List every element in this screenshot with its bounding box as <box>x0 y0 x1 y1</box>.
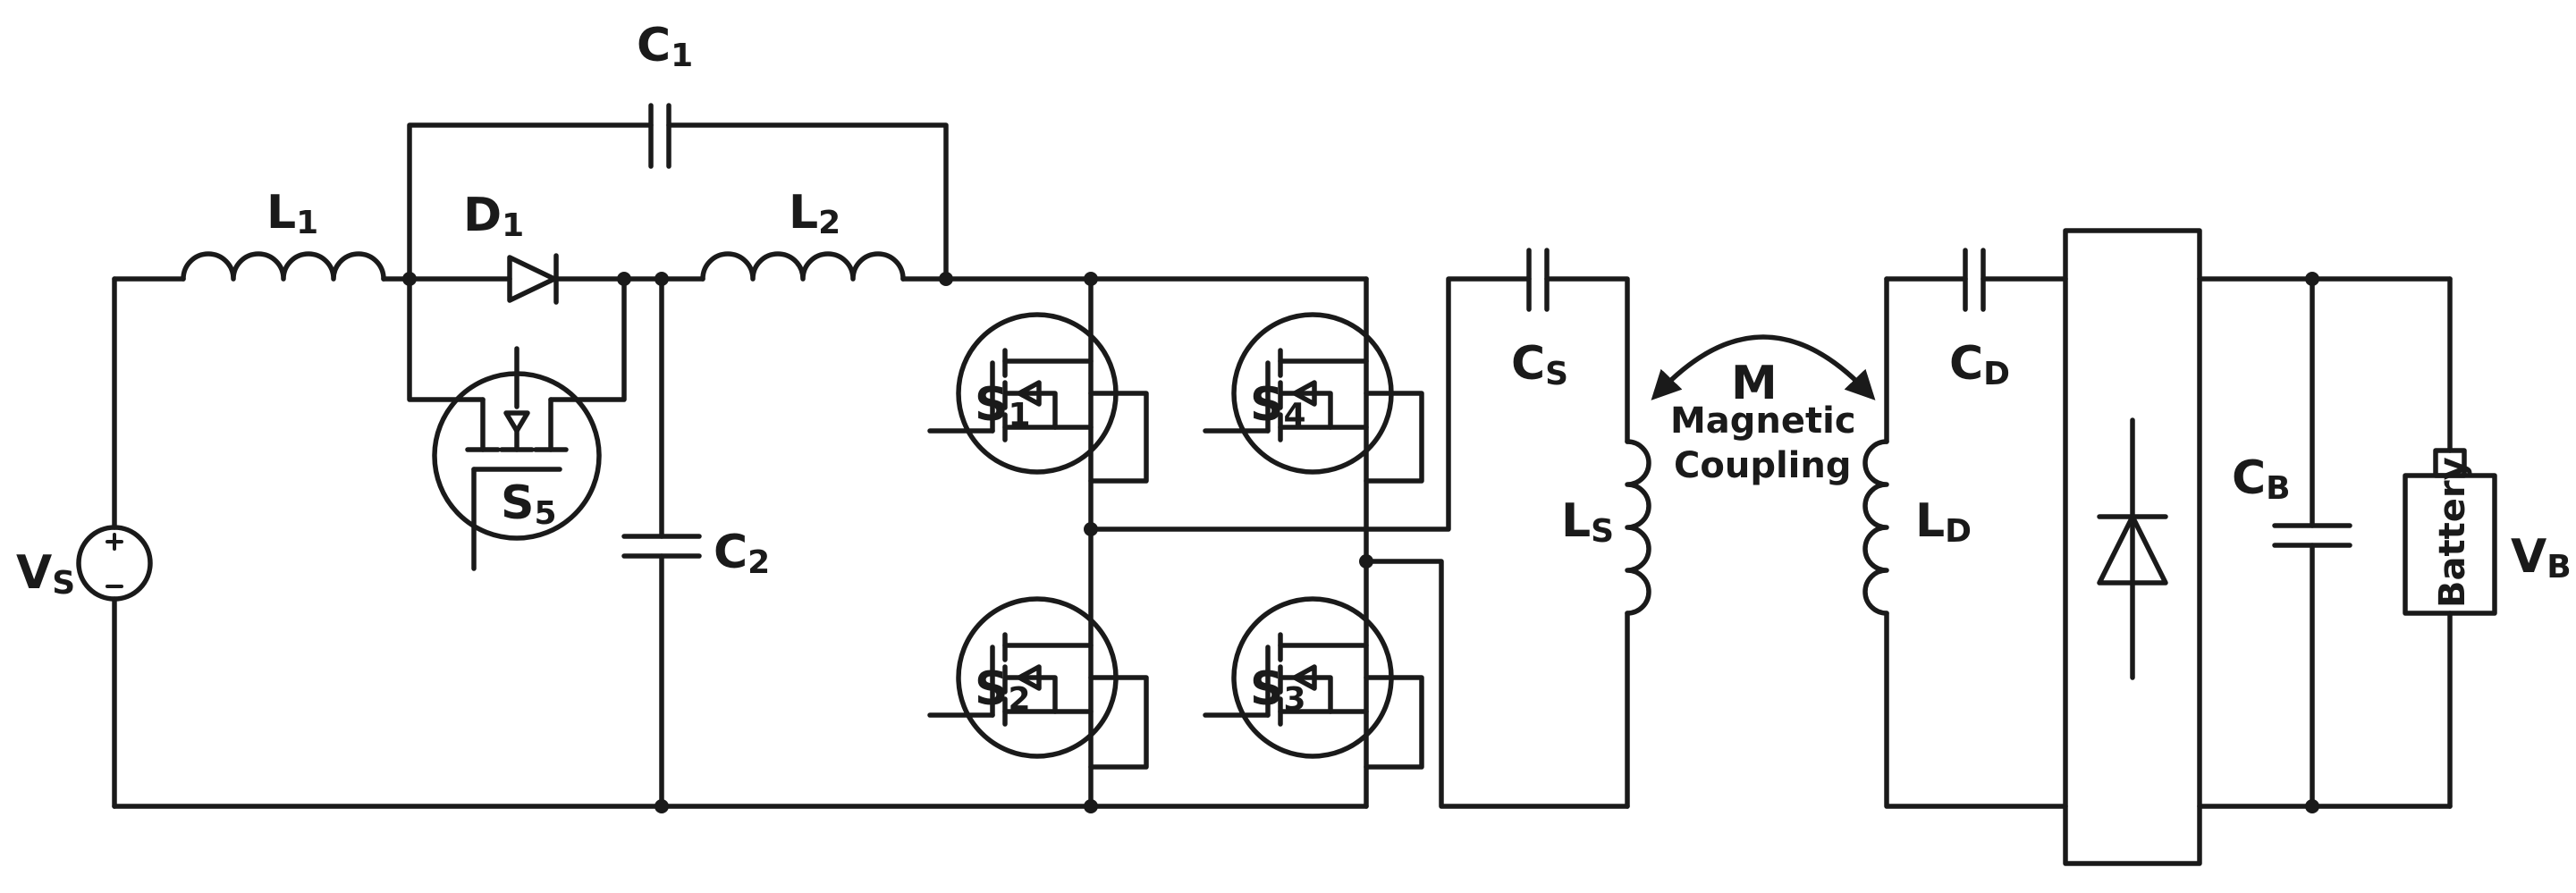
battery-label: Battery <box>2432 457 2473 608</box>
c2-label: C2 <box>714 526 770 581</box>
mosfet-s1 <box>927 312 1149 484</box>
mosfet-s3 <box>1203 596 1424 770</box>
coupling-arrow <box>1651 334 1876 400</box>
l1-label: L1 <box>266 186 318 241</box>
rectifier-block <box>2063 228 2202 866</box>
inductor-l2 <box>659 251 949 282</box>
source-vs <box>76 276 153 809</box>
d1-label: D1 <box>463 189 524 244</box>
capacitor-cd <box>1884 248 2068 312</box>
diode-d1 <box>407 253 664 305</box>
cs-label: CS <box>1511 337 1568 392</box>
mutual-inductance-label: M <box>1731 357 1778 410</box>
capacitor-c2 <box>621 276 702 809</box>
mosfet-s2 <box>927 596 1149 770</box>
vb-label: VB <box>2511 530 2572 586</box>
s5-label: S5 <box>501 476 557 532</box>
capacitor-cs <box>1526 248 1630 444</box>
s1-label: S1 <box>975 378 1031 434</box>
ld-label: LD <box>1915 494 1972 550</box>
mosfet-s4 <box>1203 312 1424 484</box>
battery <box>2403 276 2497 809</box>
inductor-ld <box>1862 276 2068 809</box>
inductor-ls <box>1625 439 1651 809</box>
mosfet-s5 <box>407 276 627 571</box>
capacitor-cb <box>2272 276 2352 809</box>
l2-label: L2 <box>789 186 840 241</box>
inductor-l1 <box>181 251 412 282</box>
ls-label: LS <box>1561 494 1614 550</box>
cb-label: CB <box>2232 451 2291 507</box>
junction-node <box>655 799 669 813</box>
s2-label: S2 <box>975 662 1031 718</box>
coupling-label-line2: Coupling <box>1674 445 1851 486</box>
s4-label: S4 <box>1250 378 1306 434</box>
vs-label: VS <box>16 546 75 602</box>
wire <box>1088 276 1532 532</box>
wire <box>1364 559 1630 809</box>
capacitor-c1 <box>407 103 949 282</box>
cd-label: CD <box>1949 337 2010 392</box>
coupling-label-line1: Magnetic <box>1670 400 1856 442</box>
s3-label: S3 <box>1250 662 1306 718</box>
c1-label: C1 <box>637 19 693 74</box>
